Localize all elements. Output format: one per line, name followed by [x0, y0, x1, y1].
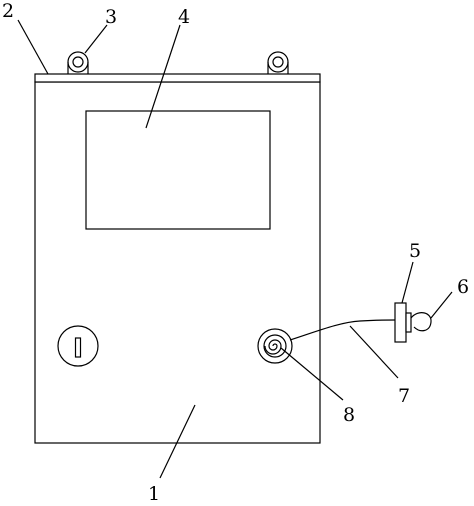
leader-line-7 [349, 325, 399, 379]
clip-block [394, 302, 407, 343]
display-window [85, 110, 271, 230]
leader-line-8 [280, 347, 344, 401]
leader-line-2 [17, 19, 49, 75]
cable-reel [257, 328, 293, 364]
label-1: 1 [148, 483, 160, 505]
leader-line-5 [401, 261, 414, 304]
cable [289, 319, 396, 341]
label-8: 8 [343, 404, 355, 426]
leader-line-3 [84, 24, 108, 54]
label-7: 7 [398, 385, 410, 407]
label-6: 6 [457, 276, 469, 298]
hanging-ring-right [267, 51, 289, 74]
leader-line-1 [159, 404, 196, 479]
top-cover [34, 73, 321, 83]
hanging-ring-left [67, 51, 89, 74]
label-2: 2 [2, 0, 14, 22]
lock-icon [57, 325, 99, 367]
leader-line-4 [145, 24, 181, 129]
clip-inner [405, 312, 412, 333]
label-4: 4 [178, 6, 190, 28]
label-5: 5 [409, 240, 421, 262]
label-3: 3 [105, 6, 117, 28]
leader-line-6 [430, 291, 453, 319]
hook [410, 312, 432, 332]
